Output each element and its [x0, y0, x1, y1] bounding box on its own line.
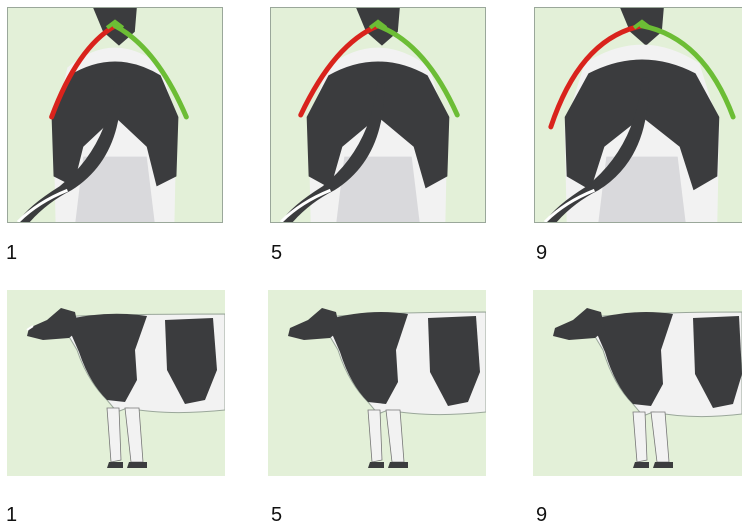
rear-view-score-5: 5: [271, 243, 282, 263]
side-view-cow-illustration: [7, 290, 225, 476]
side-view-score-1: 1: [6, 505, 17, 525]
rear-view-cow-illustration: [8, 8, 222, 222]
rear-view-panel-5: [270, 7, 486, 223]
rear-view-panel-1: [7, 7, 223, 223]
side-view-score-9: 9: [536, 505, 547, 525]
rear-view-cow-illustration: [271, 8, 485, 222]
rear-view-score-9: 9: [536, 243, 547, 263]
side-view-cow-illustration: [533, 290, 742, 476]
rear-view-cow-illustration: [535, 8, 742, 222]
rear-view-score-1: 1: [6, 243, 17, 263]
side-view-panel-5: [268, 290, 486, 476]
side-view-cow-illustration: [268, 290, 486, 476]
side-view-panel-1: [7, 290, 225, 476]
side-view-score-5: 5: [271, 505, 282, 525]
side-view-panel-9: [533, 290, 742, 476]
rear-view-panel-9: [534, 7, 742, 223]
